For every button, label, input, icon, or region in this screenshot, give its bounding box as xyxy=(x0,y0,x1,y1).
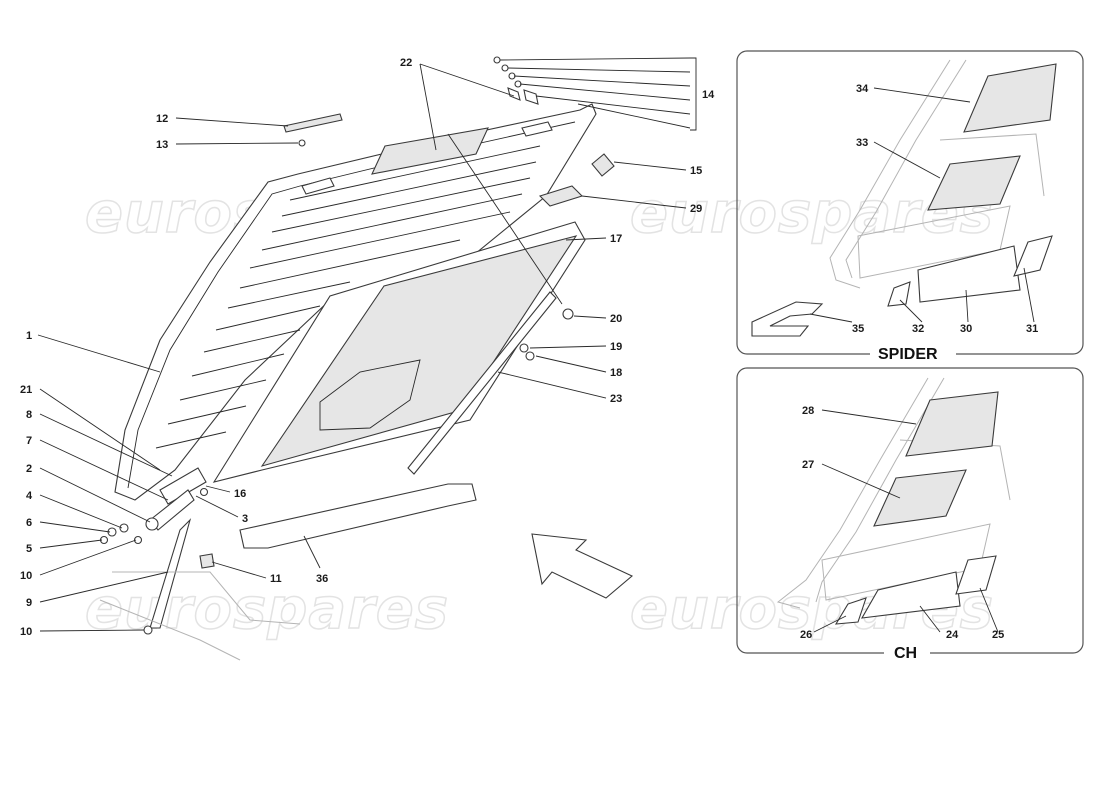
ch-part-28 xyxy=(905,391,999,457)
ch-part-27 xyxy=(873,469,967,527)
ch-panel-title: CH xyxy=(894,645,917,662)
callout-33: 33 xyxy=(856,137,868,149)
callout-6: 6 xyxy=(26,517,32,529)
watermark-bottom-left: eurospares xyxy=(85,577,449,642)
callout-24: 24 xyxy=(946,629,959,641)
callout-8: 8 xyxy=(26,409,32,421)
spider-panel: SPIDER 34 33 35 32 30 31 xyxy=(736,50,1084,364)
callout-27: 27 xyxy=(802,459,814,471)
callout-18: 18 xyxy=(610,367,622,379)
ch-part-25 xyxy=(955,555,997,595)
callout-14: 14 xyxy=(702,89,715,101)
gas-strut xyxy=(149,518,192,629)
nut-18 xyxy=(525,351,535,361)
callout-26: 26 xyxy=(800,629,812,641)
washer-19 xyxy=(519,343,529,353)
callout-7: 7 xyxy=(26,435,32,447)
support-rod xyxy=(239,483,477,549)
ch-title-bg xyxy=(884,643,930,663)
callout-30: 30 xyxy=(960,323,972,335)
callout-36: 36 xyxy=(316,573,328,585)
insulation-cutout xyxy=(319,359,421,431)
spider-part-32 xyxy=(887,281,911,307)
callout-22: 22 xyxy=(400,57,412,69)
callout-3: 3 xyxy=(242,513,248,525)
badge-clip xyxy=(298,139,306,147)
ch-body-line-2 xyxy=(815,377,945,603)
rear-upper-panel xyxy=(371,127,489,175)
callout-1: 1 xyxy=(26,330,32,342)
badge-emblem xyxy=(283,113,343,133)
right-latch-cutout xyxy=(521,121,553,137)
callout-11: 11 xyxy=(270,573,282,585)
callout-16: 16 xyxy=(234,488,246,500)
spider-part-34 xyxy=(963,63,1057,133)
bracket-14 xyxy=(690,57,697,131)
latch-hardware xyxy=(493,56,539,105)
direction-arrow xyxy=(531,533,634,599)
ch-panel: CH 28 27 26 24 25 xyxy=(736,367,1084,663)
callout-4: 4 xyxy=(26,490,33,502)
callout-35: 35 xyxy=(852,323,864,335)
bolt-20 xyxy=(562,308,574,320)
spider-part-33 xyxy=(927,155,1021,211)
ch-body-line-1 xyxy=(776,377,929,609)
nut-10-lower xyxy=(143,625,153,635)
engine-lid-frame xyxy=(114,103,597,501)
callout-15: 15 xyxy=(690,165,702,177)
screw-16 xyxy=(199,487,209,497)
callout-23: 23 xyxy=(610,393,622,405)
callout-21: 21 xyxy=(20,384,32,396)
spider-body-line-2 xyxy=(845,59,967,279)
ch-part-24 xyxy=(860,571,961,619)
callout-19: 19 xyxy=(610,341,622,353)
leader-lines-main xyxy=(37,57,691,632)
callout-34: 34 xyxy=(856,83,869,95)
spider-part-31 xyxy=(1013,235,1053,277)
engine-lid-assembly xyxy=(99,56,634,661)
hinge-arm xyxy=(159,467,207,505)
spider-body-line-3 xyxy=(939,133,1045,197)
callout-28: 28 xyxy=(802,405,814,417)
body-outline-1 xyxy=(112,571,301,625)
callout-2: 2 xyxy=(26,463,32,475)
callout-29: 29 xyxy=(690,203,702,215)
callout-25: 25 xyxy=(992,629,1004,641)
callout-9: 9 xyxy=(26,597,32,609)
callout-12: 12 xyxy=(156,113,168,125)
spider-body-line-1 xyxy=(829,59,951,289)
spider-panel-title: SPIDER xyxy=(878,346,938,363)
nut-10-upper xyxy=(133,535,143,545)
hinge-pivot xyxy=(145,517,159,531)
watermark-top-right: eurospares xyxy=(630,181,994,246)
rubber-stop xyxy=(591,153,615,177)
clip-11 xyxy=(199,553,215,569)
body-outline-2 xyxy=(99,599,241,661)
callout-13: 13 xyxy=(156,139,168,151)
callout-10-upper: 10 xyxy=(20,570,32,582)
bush-4 xyxy=(119,523,129,533)
spider-title-bg xyxy=(870,344,956,364)
callout-17: 17 xyxy=(610,233,622,245)
callout-20: 20 xyxy=(610,313,622,325)
callouts-main: 1 21 8 7 2 4 6 5 10 9 10 11 12 13 22 14 … xyxy=(20,57,715,638)
callout-5: 5 xyxy=(26,543,32,555)
spider-part-35 xyxy=(751,301,824,337)
callout-32: 32 xyxy=(912,323,924,335)
weatherstrip-rod xyxy=(407,291,557,475)
callout-31: 31 xyxy=(1026,323,1038,335)
insulation-panel-inner xyxy=(260,235,578,467)
lid-louvres xyxy=(155,145,541,449)
callout-10-lower: 10 xyxy=(20,626,32,638)
spider-part-30 xyxy=(917,245,1021,303)
left-latch-cutout xyxy=(301,177,335,195)
